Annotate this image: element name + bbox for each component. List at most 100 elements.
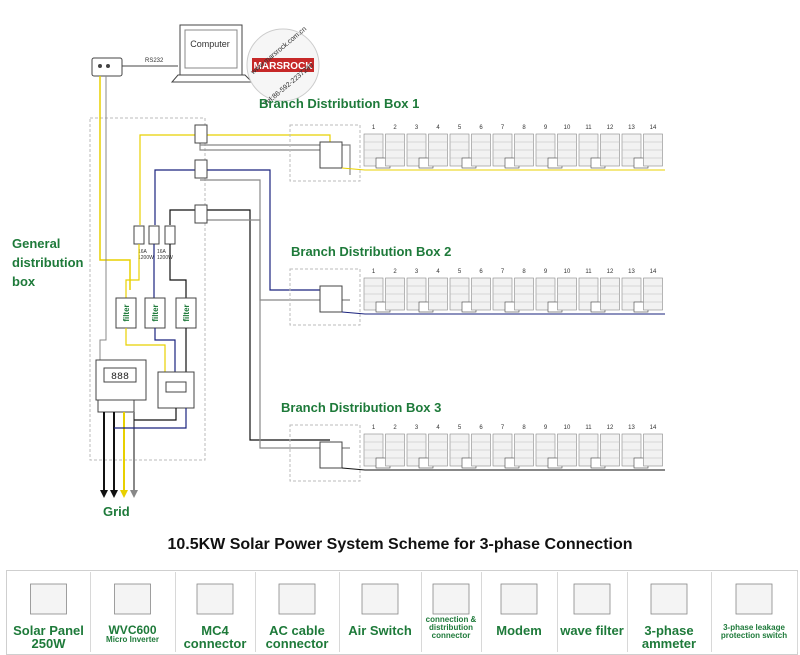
panel-number: 14 xyxy=(650,425,657,431)
panel-number: 1 xyxy=(372,269,376,275)
grid-label: Grid xyxy=(103,504,130,519)
panel-number: 7 xyxy=(501,125,505,131)
wave-filter-icon xyxy=(557,578,627,622)
panel-number: 3 xyxy=(415,269,419,275)
panel-number: 7 xyxy=(501,269,505,275)
distribution-connector-1 xyxy=(319,141,343,169)
modem-device xyxy=(91,57,123,77)
panel-number: 6 xyxy=(479,425,483,431)
panel-number: 7 xyxy=(501,425,505,431)
breaker-a-text-2: 1200W xyxy=(138,255,154,261)
panel-number: 14 xyxy=(650,269,657,275)
panel-number: 11 xyxy=(585,269,592,275)
ac-trunk-2 xyxy=(341,311,665,315)
panel-number: 10 xyxy=(564,269,571,275)
diagram-title: 10.5KW Solar Power System Scheme for 3-p… xyxy=(167,536,633,553)
branch-1-label: Branch Distribution Box 1 xyxy=(259,96,420,111)
panel-number: 1 xyxy=(372,125,376,131)
panel-number: 11 xyxy=(585,425,592,431)
legend-label-ac-1: connector xyxy=(265,636,329,651)
panel-number: 1 xyxy=(372,425,376,431)
leakage-switch-device xyxy=(157,371,195,409)
distribution-connector-2 xyxy=(319,285,343,313)
general-box-frame xyxy=(89,117,206,461)
legend-label-inverter-0: WVC600 xyxy=(108,623,157,637)
panel-number: 2 xyxy=(393,425,397,431)
legend-label-leak-1: protection switch xyxy=(720,631,788,640)
panel-number: 8 xyxy=(522,425,526,431)
legend-label-ammeter-0: 3-phase xyxy=(644,623,694,638)
legend-label-ac-0: AC cable xyxy=(269,623,325,638)
panel-number: 5 xyxy=(458,425,462,431)
filter-label-3: filter xyxy=(182,304,191,321)
breaker-a-text-1: 16A xyxy=(138,249,148,255)
branch-box-frame-1 xyxy=(289,124,361,182)
panel-number: 5 xyxy=(458,125,462,131)
legend-label-inverter-1: Micro Inverter xyxy=(106,635,159,644)
panel-number: 12 xyxy=(607,425,614,431)
legend-label-mc4-0: MC4 xyxy=(201,623,229,638)
panel-number: 10 xyxy=(564,425,571,431)
general-box-label-line-2: distribution xyxy=(12,255,84,270)
branch-2-label: Branch Distribution Box 2 xyxy=(291,244,452,259)
panel-number: 3 xyxy=(415,425,419,431)
panel-number: 14 xyxy=(650,125,657,131)
filter-label-2: filter xyxy=(151,304,160,321)
legend-label-mc4-1: connector xyxy=(183,636,247,651)
legend-label-solar-0: Solar Panel xyxy=(13,623,84,638)
marsrock-watermark: MARSROCK www.marsrock.com.cn Tel:86-592-… xyxy=(246,26,320,108)
panel-number: 12 xyxy=(607,269,614,275)
branch-box-frame-3 xyxy=(289,424,361,482)
grid-arrows xyxy=(100,490,138,498)
legend-label-conn-0: connection & xyxy=(425,615,477,624)
panel-number: 6 xyxy=(479,269,483,275)
svg-text:888: 888 xyxy=(111,372,129,383)
modem-icon xyxy=(481,578,557,622)
general-box-label-line-3: box xyxy=(12,274,36,289)
panel-number: 9 xyxy=(544,269,548,275)
panel-number: 8 xyxy=(522,269,526,275)
distribution-connector-icon xyxy=(421,578,481,622)
air-switch-icon xyxy=(339,578,421,622)
computer-label: Computer xyxy=(190,39,230,49)
breaker-b-text-1: 16A xyxy=(157,249,167,255)
legend-label-conn-1: distribution xyxy=(429,623,473,632)
branch-box-frame-2 xyxy=(289,268,361,326)
grid-wires xyxy=(103,408,187,490)
branch-3-label: Branch Distribution Box 3 xyxy=(281,400,442,415)
panel-number: 5 xyxy=(458,269,462,275)
legend-label-filter-0: wave filter xyxy=(560,623,624,638)
panel-number: 4 xyxy=(436,269,440,275)
legend-item-modem: Modem xyxy=(481,572,558,652)
panel-number: 13 xyxy=(628,125,635,131)
legend-label-ammeter-1: ammeter xyxy=(641,636,697,651)
breaker-b-text-2: 1200W xyxy=(157,255,173,261)
legend-item-air: Air Switch xyxy=(339,572,422,652)
rs232-label: RS232 xyxy=(145,58,164,64)
branch-3-wires xyxy=(169,209,350,449)
legend-item-filter: wave filter xyxy=(557,572,628,652)
leakage-switch-icon xyxy=(711,578,797,622)
panel-number: 2 xyxy=(393,125,397,131)
solar-panel-icon xyxy=(7,578,90,622)
micro-inverter-icon xyxy=(90,578,175,622)
legend-label-conn-2: connector xyxy=(431,631,471,640)
ac-trunk-3 xyxy=(341,467,665,471)
watermark-brand: MARSROCK xyxy=(254,61,314,72)
legend-label-solar-1: 250W xyxy=(31,636,66,651)
ammeter-icon xyxy=(627,578,711,622)
panel-number: 9 xyxy=(544,425,548,431)
panel-number: 13 xyxy=(628,425,635,431)
panel-number: 8 xyxy=(522,125,526,131)
legend-label-leak-0: 3-phase leakage xyxy=(723,623,785,632)
panel-number: 6 xyxy=(479,125,483,131)
distribution-connector-3 xyxy=(319,441,343,469)
panel-number: 9 xyxy=(544,125,548,131)
ammeter-device: 888 xyxy=(95,359,147,401)
